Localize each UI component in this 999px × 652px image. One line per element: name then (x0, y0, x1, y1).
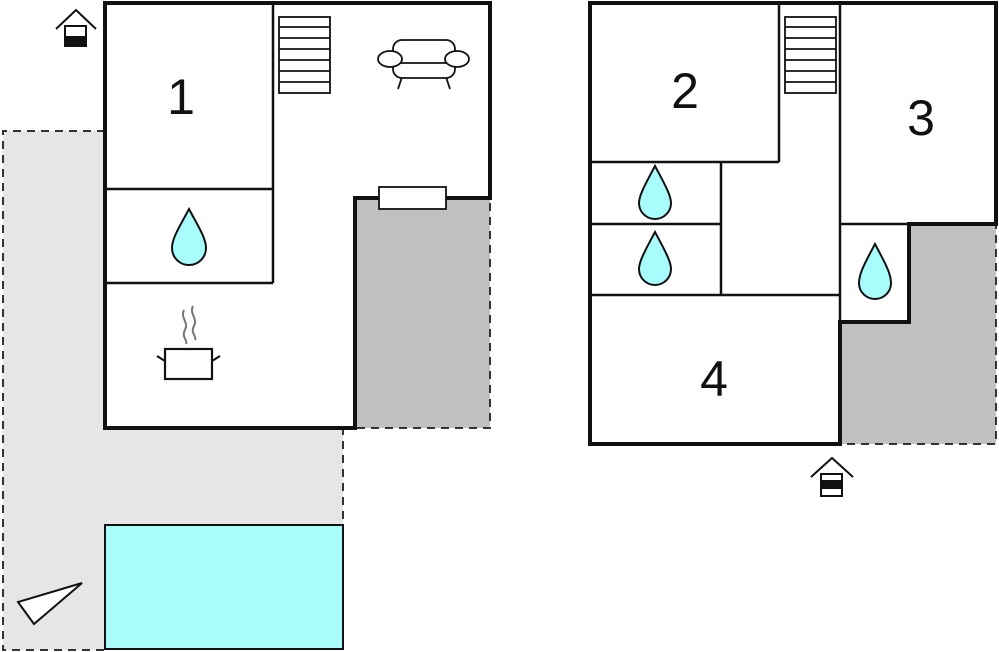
ground-floor-walls (103, 1, 492, 430)
room-label-2: 2 (671, 63, 699, 119)
room-label-4: 4 (700, 351, 728, 407)
cooking-pot-icon (156, 305, 221, 381)
ground-floor-partitions (105, 3, 275, 285)
compass-north-icon (16, 582, 83, 626)
ground-floor: 1 (2, 1, 492, 651)
entrance-icon (55, 8, 97, 47)
staircase-icon (278, 16, 331, 94)
window-icon (378, 186, 447, 210)
bathroom-drop-icon (857, 241, 893, 300)
upper-floor-walls (588, 1, 998, 446)
room-label-3: 3 (907, 90, 935, 146)
room-label-1: 1 (167, 69, 195, 125)
entrance-icon (810, 456, 854, 497)
staircase-icon (784, 16, 837, 94)
covered-area (354, 197, 491, 429)
bathroom-drop-icon (637, 163, 673, 220)
swimming-pool (104, 524, 344, 650)
bathroom-drop-icon (170, 206, 208, 266)
upper-floor: 2 3 4 (588, 1, 998, 497)
sofa-icon (377, 39, 470, 90)
upper-floor-partitions (590, 3, 909, 322)
bathroom-drop-icon (637, 229, 673, 286)
